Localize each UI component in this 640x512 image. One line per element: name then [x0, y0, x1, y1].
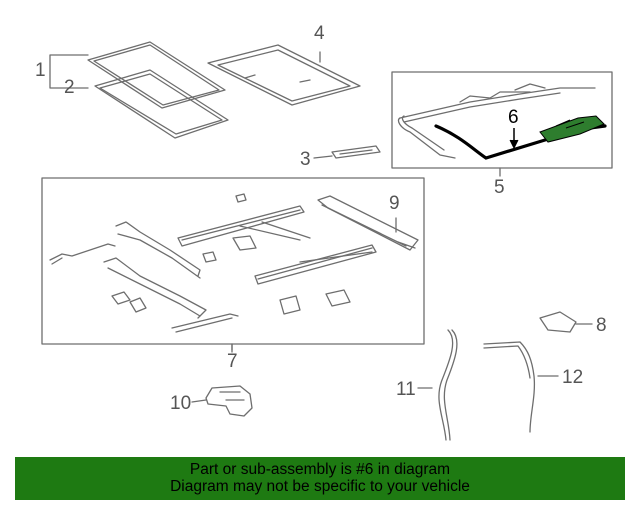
- callout-6: 6: [508, 107, 519, 128]
- callout-7: 7: [227, 351, 238, 372]
- weatherstrip-part: [94, 69, 229, 139]
- callout-8: 8: [596, 315, 607, 336]
- banner-line-2: Diagram may not be specific to your vehi…: [170, 478, 470, 495]
- callout-11: 11: [396, 379, 416, 400]
- callout-5: 5: [494, 177, 505, 198]
- drive-cable-assembly-box: [391, 71, 613, 169]
- callout-2: 2: [64, 77, 75, 98]
- motor-part: [205, 385, 253, 417]
- callout-12: 12: [562, 367, 584, 388]
- callout-10: 10: [170, 393, 192, 414]
- banner-line-1: Part or sub-assembly is #6 in diagram: [189, 461, 451, 478]
- bracket-part: [331, 145, 381, 159]
- info-banner: Part or sub-assembly is #6 in diagram Di…: [15, 457, 625, 500]
- rail-part-9: [317, 195, 419, 251]
- drive-cable-part-6: [434, 115, 607, 160]
- callout-4: 4: [314, 23, 325, 44]
- housing-assembly-box: [41, 177, 425, 345]
- callout-1: 1: [35, 60, 46, 81]
- glass-panel-part: [87, 41, 226, 109]
- sunshade-part: [207, 44, 361, 106]
- bracket-part-8: [539, 311, 577, 333]
- drain-hose-11: [438, 329, 454, 441]
- parts-diagram: [41, 41, 613, 441]
- callout-3: 3: [300, 149, 311, 170]
- callout-9: 9: [389, 193, 400, 214]
- drain-hose-12: [483, 341, 536, 433]
